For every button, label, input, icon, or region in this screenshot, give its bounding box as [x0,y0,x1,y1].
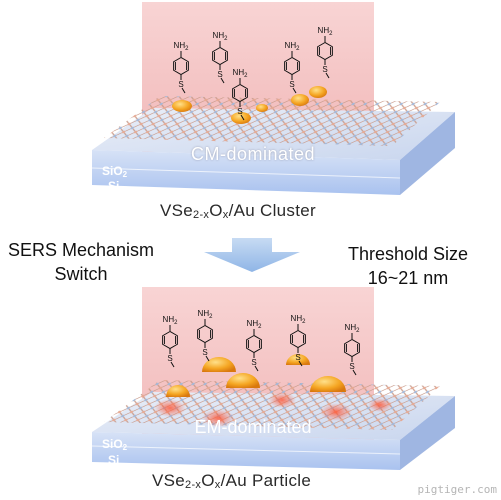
nh2-label: NH2 [213,31,229,42]
nh2-label: NH2 [285,41,301,52]
bottom-substrate-side [400,396,455,470]
bottom-au-particles [166,354,346,397]
top-caption: VSe2-xOx/Au Cluster [160,201,316,221]
nh2-label: NH2 [291,314,307,325]
sulfur-label: S [322,65,327,74]
bottom-regime-label: EM-dominated [194,417,311,437]
sulfur-label: S [251,358,256,367]
top-au-clusters [172,86,327,124]
top-regime-label: CM-dominated [191,144,315,164]
nh2-label: NH2 [198,309,214,320]
sulfur-label: S [237,107,242,116]
mechanism-switch-line2: Switch [54,264,108,284]
sulfur-label: S [289,80,294,89]
sulfur-label: S [349,362,354,371]
threshold-size-line2: 16~21 nm [367,268,449,288]
top-substrate-side [400,112,455,195]
bottom-sio2-label: SiO2 [102,437,128,452]
bottom-substrate-front [92,432,400,470]
nh2-label: NH2 [163,315,179,326]
nh2-label: NH2 [233,68,249,79]
threshold-size-line1: Threshold Size [347,244,469,264]
down-arrow [204,238,300,272]
top-vsexox-sheet [104,96,440,146]
sulfur-label: S [202,348,207,357]
nh2-label: NH2 [247,319,263,330]
nh2-label: NH2 [318,26,334,37]
sulfur-label: S [217,70,222,79]
nh2-label: NH2 [345,323,361,334]
watermark: pigtiger.com [417,483,497,496]
bottom-si-label: Si [108,453,119,467]
threshold-size-label: Threshold Size 16~21 nm [328,242,488,290]
bottom-hotspots [154,392,392,427]
sulfur-label: S [167,354,172,363]
mechanism-switch-label: SERS Mechanism Switch [6,238,156,286]
sulfur-label: S [295,353,300,362]
sulfur-label: S [178,80,183,89]
bottom-caption: VSe2-xOx/Au Particle [152,471,312,491]
nh2-label: NH2 [174,41,190,52]
mechanism-switch-line1: SERS Mechanism [7,240,155,260]
top-sio2-label: SiO2 [102,164,128,179]
top-si-label: Si [108,179,119,193]
